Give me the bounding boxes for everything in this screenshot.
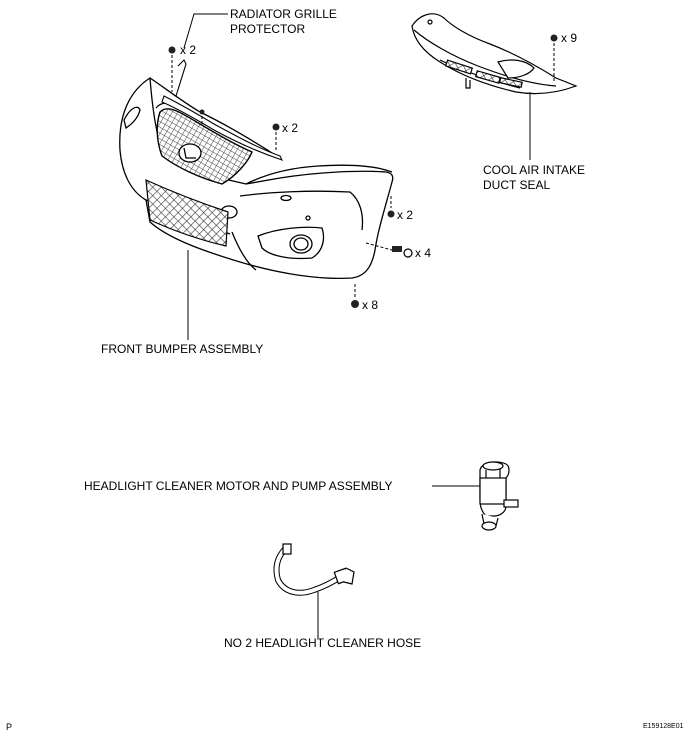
label-cool-air-intake-1: COOL AIR INTAKE xyxy=(483,163,586,177)
headlight-cleaner-motor-pump xyxy=(479,461,519,531)
qty-seal-clip: x 9 xyxy=(561,31,578,45)
label-headlight-cleaner-hose: NO 2 HEADLIGHT CLEANER HOSE xyxy=(224,636,422,650)
corner-mark: P xyxy=(6,722,13,732)
grille-clip-lower-icon xyxy=(272,123,280,152)
qty-bumper-side-screw: x 2 xyxy=(397,208,414,222)
grille-clip-small-icon xyxy=(199,109,205,126)
qty-bumper-bottom-clip: x 8 xyxy=(362,298,379,312)
bumper-side-screw-icon xyxy=(387,196,395,218)
lower-grille-mesh xyxy=(145,179,229,247)
front-bumper-assembly xyxy=(119,76,394,279)
headlight-cleaner-hose xyxy=(273,543,355,596)
label-front-bumper-assembly: FRONT BUMPER ASSEMBLY xyxy=(101,342,264,356)
qty-bumper-bolt: x 4 xyxy=(415,246,432,260)
leader-radiator-grille-protector xyxy=(183,13,228,49)
label-cool-air-intake-2: DUCT SEAL xyxy=(483,178,551,192)
figure-id: E159128E01 xyxy=(643,723,684,730)
bumper-bolt-icon xyxy=(365,242,413,258)
grille-clip-icon xyxy=(168,46,176,92)
qty-grille-clip-lower: x 2 xyxy=(282,121,299,135)
qty-grille-clip: x 2 xyxy=(180,43,197,57)
seal-clip-icon xyxy=(550,34,558,82)
label-radiator-grille-protector-2: PROTECTOR xyxy=(230,22,306,36)
label-headlight-cleaner-motor: HEADLIGHT CLEANER MOTOR AND PUMP ASSEMBL… xyxy=(84,479,393,493)
bumper-bottom-clip-icon xyxy=(351,284,359,308)
cool-air-intake-duct-seal xyxy=(411,13,578,95)
label-radiator-grille-protector-1: RADIATOR GRILLE xyxy=(230,7,337,21)
